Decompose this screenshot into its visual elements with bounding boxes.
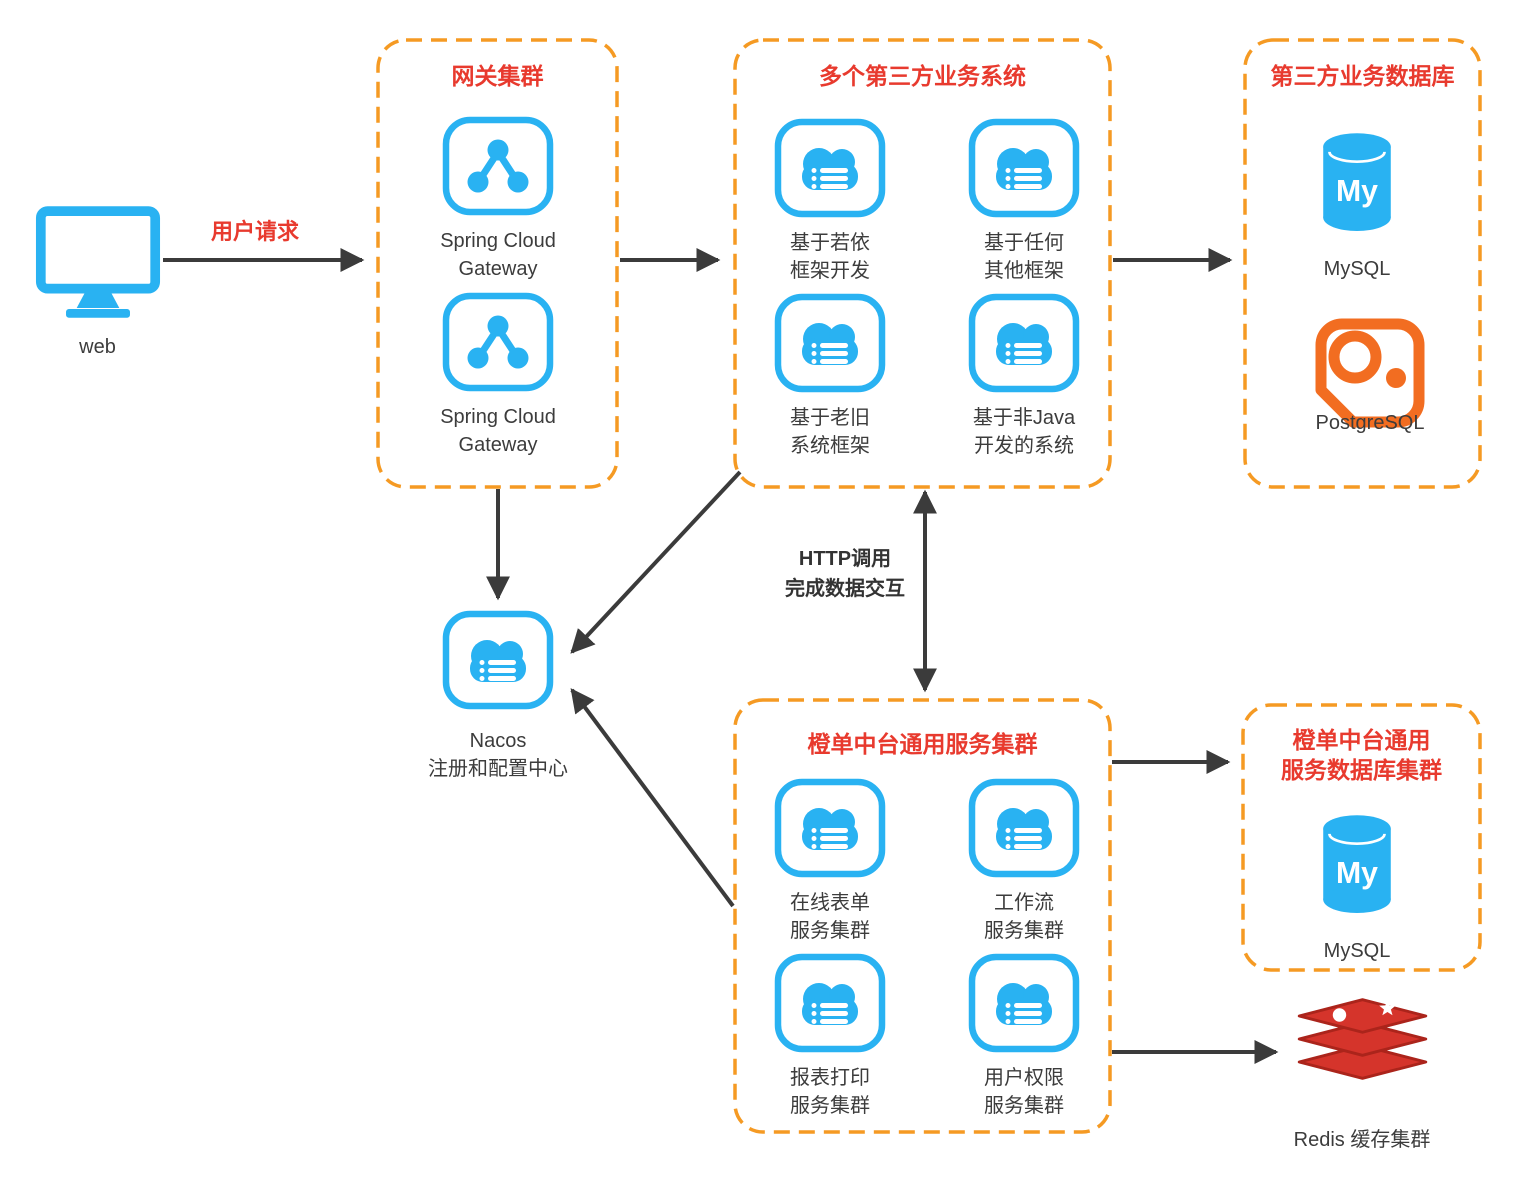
third-party-node-2: 基于任何 其他框架 <box>949 118 1099 285</box>
platform-mysql-node: MySQL <box>1287 806 1427 965</box>
web-client-node: web <box>30 206 165 361</box>
cloud-server-icon <box>968 293 1080 393</box>
platform-node-2: 工作流 服务集群 <box>949 778 1099 945</box>
third-party-postgres-node: PostgreSQL <box>1300 316 1440 437</box>
third-party-mysql-node: MySQL <box>1287 124 1427 283</box>
gateway-node-2: Spring Cloud Gateway <box>423 292 573 459</box>
spring-cloud-gateway-icon <box>442 116 554 216</box>
third-party-node-1: 基于若依 框架开发 <box>755 118 905 285</box>
label-line: 注册和配置中心 <box>428 758 568 780</box>
mysql-icon <box>1317 124 1397 242</box>
http-call-line1: HTTP调用 <box>798 548 892 570</box>
label-line: 其他框架 <box>984 260 1064 282</box>
edge-platform-to-nacos <box>570 688 735 908</box>
spring-cloud-gateway-icon <box>442 292 554 392</box>
platform-node-1: 在线表单 服务集群 <box>755 778 905 945</box>
web-client-label: web <box>79 336 116 358</box>
user-request-label: 用户请求 <box>210 219 299 244</box>
third-party-node-3: 基于老旧 系统框架 <box>755 293 905 460</box>
label-line: 服务集群 <box>984 920 1064 942</box>
node-label: Spring Cloud Gateway <box>423 227 573 283</box>
label-line: Gateway <box>458 434 538 456</box>
label-line: 报表打印 <box>790 1067 870 1089</box>
platform-db-title-line1: 橙单中台通用 <box>1292 727 1431 753</box>
cloud-server-icon <box>774 293 886 393</box>
nacos-node: Nacos 注册和配置中心 <box>423 610 573 783</box>
node-label: 在线表单 服务集群 <box>755 889 905 945</box>
node-label: Spring Cloud Gateway <box>423 403 573 459</box>
node-label: 基于老旧 系统框架 <box>755 404 905 460</box>
label-line: 系统框架 <box>790 435 870 457</box>
third-party-node-4: 基于非Java 开发的系统 <box>949 293 1099 460</box>
gateway-node-1: Spring Cloud Gateway <box>423 116 573 283</box>
monitor-icon <box>35 206 161 318</box>
node-label: 报表打印 服务集群 <box>755 1064 905 1120</box>
nacos-icon <box>442 610 554 710</box>
label-line: 在线表单 <box>790 892 870 914</box>
node-label: 基于非Java 开发的系统 <box>949 404 1099 460</box>
redis-icon <box>1295 992 1430 1109</box>
redis-label: Redis 缓存集群 <box>1293 1129 1431 1151</box>
gateway-cluster-title: 网关集群 <box>451 63 544 89</box>
label-line: Spring Cloud <box>440 230 556 252</box>
label-line: 用户权限 <box>984 1067 1064 1089</box>
label-line: 工作流 <box>994 892 1054 914</box>
node-label: Nacos 注册和配置中心 <box>423 727 573 783</box>
node-label: 工作流 服务集群 <box>949 889 1099 945</box>
third-party-db-title: 第三方业务数据库 <box>1270 63 1455 89</box>
http-call-label: HTTP调用 完成数据交互 <box>765 544 925 604</box>
cloud-server-icon <box>968 118 1080 218</box>
mysql-icon <box>1317 806 1397 924</box>
node-label: 基于任何 其他框架 <box>949 229 1099 285</box>
label-line: 基于非Java <box>972 407 1076 429</box>
cloud-server-icon <box>774 778 886 878</box>
cloud-server-icon <box>774 953 886 1053</box>
redis-node: Redis 缓存集群 <box>1287 992 1437 1154</box>
label-line: Spring Cloud <box>440 406 556 428</box>
label-line: 基于任何 <box>984 232 1064 254</box>
label-line: 服务集群 <box>790 920 870 942</box>
platform-db-title: 橙单中台通用 服务数据库集群 <box>1243 726 1480 786</box>
http-call-line2: 完成数据交互 <box>785 578 905 600</box>
platform-db-title-line2: 服务数据库集群 <box>1281 756 1442 783</box>
platform-cluster-title: 橙单中台通用服务集群 <box>807 731 1038 757</box>
platform-node-4: 用户权限 服务集群 <box>949 953 1099 1120</box>
postgres-label: PostgreSQL <box>1315 412 1425 434</box>
label-line: 框架开发 <box>790 260 870 282</box>
label-line: 开发的系统 <box>974 435 1074 457</box>
mysql-label: MySQL <box>1323 940 1391 962</box>
node-label: 用户权限 服务集群 <box>949 1064 1099 1120</box>
node-label: 基于若依 框架开发 <box>755 229 905 285</box>
cloud-server-icon <box>968 953 1080 1053</box>
third-party-systems-title: 多个第三方业务系统 <box>819 63 1026 89</box>
cloud-server-icon <box>968 778 1080 878</box>
mysql-label: MySQL <box>1323 258 1391 280</box>
platform-node-3: 报表打印 服务集群 <box>755 953 905 1120</box>
label-line: 基于若依 <box>790 232 870 254</box>
cloud-server-icon <box>774 118 886 218</box>
label-line: Nacos <box>469 730 527 752</box>
label-line: Gateway <box>458 258 538 280</box>
label-line: 服务集群 <box>790 1095 870 1117</box>
label-line: 基于老旧 <box>790 407 870 429</box>
edge-thirdparty-to-nacos <box>570 470 742 654</box>
label-line: 服务集群 <box>984 1095 1064 1117</box>
